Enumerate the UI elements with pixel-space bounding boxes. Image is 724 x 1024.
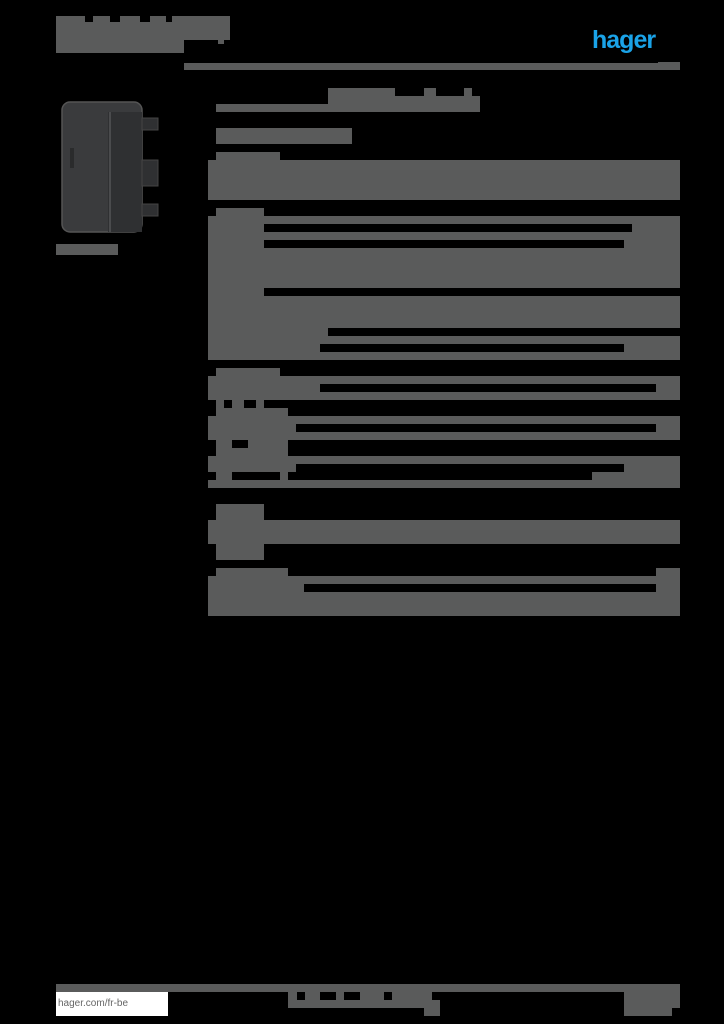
footer-rule [56,984,680,992]
spec-row [208,392,680,400]
spec-row [208,384,320,392]
section-title [216,568,288,578]
spec-row [208,248,680,288]
header-rule [184,63,680,70]
spec-row [208,592,680,616]
website-link-text[interactable]: hager.com/fr-be [58,998,129,1009]
section-title [216,152,280,162]
spec-row [208,584,304,592]
spec-row [208,520,680,544]
end-cap-image [61,101,159,233]
spec-row [208,224,256,232]
document-title-line-1 [56,16,230,33]
product-subheading [216,128,352,144]
spec-row [208,424,296,432]
spec-row [208,296,680,328]
section-title [216,368,280,378]
spec-row [208,344,320,352]
footer-page-info [624,984,680,1008]
spec-row [208,456,680,464]
spec-row [208,328,328,336]
hager-logo: hager [592,26,656,54]
spec-row [208,352,680,360]
document-title-line-2 [56,33,184,53]
product-caption [56,244,118,255]
website-link[interactable]: hager.com/fr-be [56,992,168,1016]
spec-row [208,480,680,488]
spec-row [208,240,264,248]
footer-center-text [288,992,432,1008]
spec-row [208,160,680,200]
